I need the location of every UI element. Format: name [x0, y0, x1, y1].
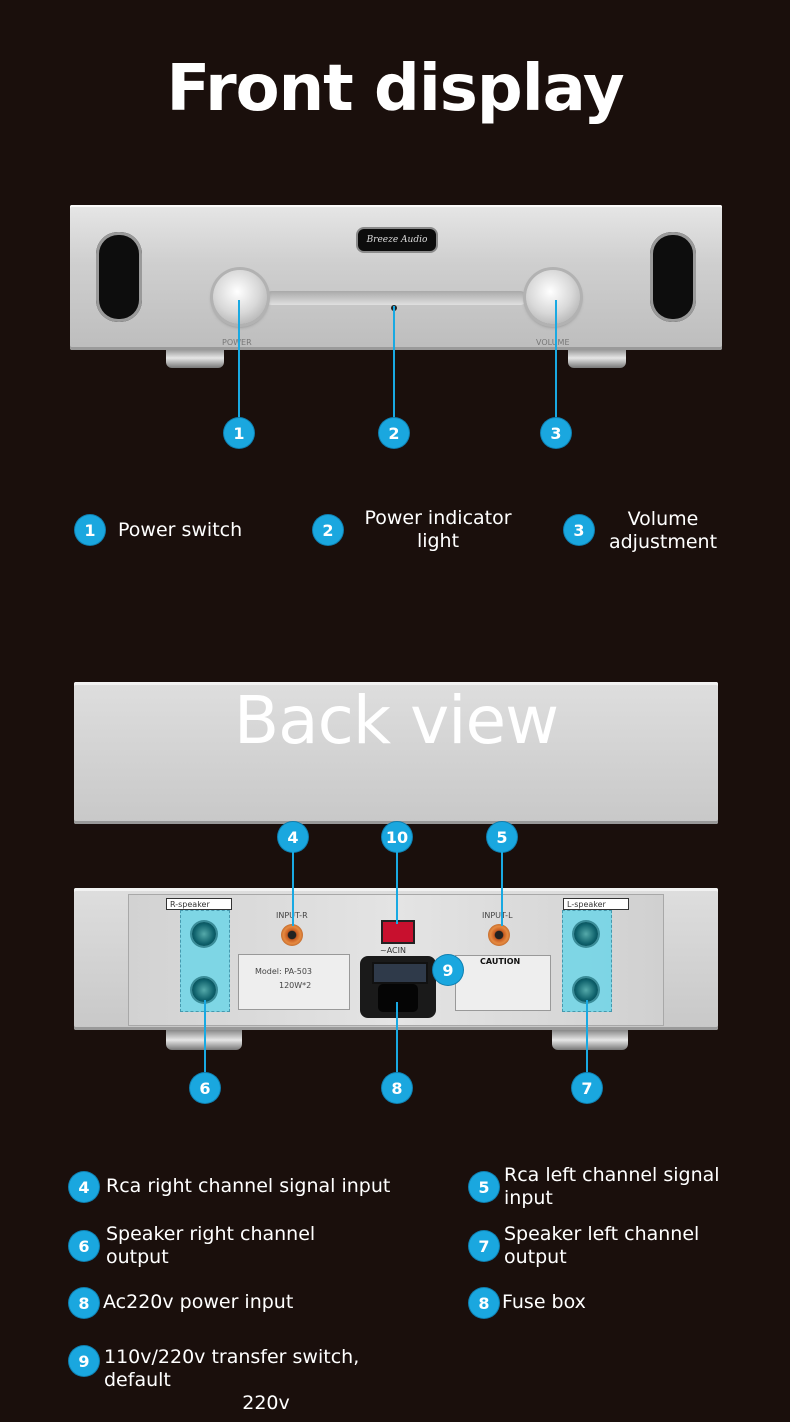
callout-badge-7: 7: [572, 1073, 602, 1103]
legend-speaker-left-line1: Speaker left channel: [504, 1223, 700, 1245]
callout-badge-8: 8: [382, 1073, 412, 1103]
legend-fuse-box: Fuse box: [502, 1291, 586, 1313]
legend-badge-4: 4: [69, 1172, 99, 1202]
callout-line-2: [393, 306, 395, 418]
caution-text: CAUTION: [480, 957, 521, 966]
info-plate: Model: PA-503 120W*2: [238, 954, 350, 1010]
callout-badge-5: 5: [487, 822, 517, 852]
caution-plate: CAUTION: [455, 955, 551, 1011]
callout-badge-6: 6: [190, 1073, 220, 1103]
legend-badge-7: 7: [469, 1231, 499, 1261]
callout-line-8: [396, 1002, 398, 1076]
legend-rca-right: Rca right channel signal input: [106, 1175, 391, 1197]
rca-input-right[interactable]: [281, 924, 303, 946]
legend-rca-left-line2: input: [504, 1187, 553, 1209]
legend-badge-5: 5: [469, 1172, 499, 1202]
power-socket: [378, 984, 418, 1012]
legend-badge-3: 3: [564, 515, 594, 545]
legend-voltage-switch-line2: 220v: [242, 1392, 290, 1414]
r-speaker-post-top: [192, 922, 216, 946]
legend-power-indicator-line1: Power indicator: [364, 507, 512, 529]
rca-input-left[interactable]: [488, 924, 510, 946]
ac-power-socket[interactable]: [360, 956, 436, 1018]
callout-badge-9: 9: [433, 955, 463, 985]
legend-power-indicator: Power indicator light: [356, 507, 520, 553]
legend-speaker-right: Speaker right channel output: [106, 1223, 315, 1269]
power-rating-text: 120W*2: [279, 981, 312, 990]
power-label: POWER: [222, 338, 252, 347]
callout-line-3: [555, 300, 557, 418]
r-speaker-label: R-speaker: [166, 898, 232, 910]
legend-rca-left: Rca left channel signal input: [504, 1164, 720, 1210]
back-title: Back view: [74, 682, 718, 824]
legend-volume: Volume adjustment: [604, 508, 722, 554]
legend-badge-8a: 8: [69, 1288, 99, 1318]
callout-badge-3: 3: [541, 418, 571, 448]
back-right-foot: [552, 1030, 628, 1050]
legend-badge-6: 6: [69, 1231, 99, 1261]
legend-badge-1: 1: [75, 515, 105, 545]
legend-power-indicator-line2: light: [416, 530, 460, 552]
legend-speaker-left: Speaker left channel output: [504, 1223, 699, 1269]
power-knob[interactable]: [213, 270, 267, 324]
l-speaker-post-top: [574, 922, 598, 946]
legend-speaker-right-line1: Speaker right channel: [106, 1223, 316, 1245]
legend-badge-9: 9: [69, 1346, 99, 1376]
front-title: Front display: [166, 52, 624, 126]
callout-badge-10: 10: [382, 822, 412, 852]
callout-line-10: [396, 852, 398, 924]
callout-badge-4: 4: [278, 822, 308, 852]
callout-line-7: [586, 1000, 588, 1076]
amplifier-front-panel: Breeze Audio POWER VOLUME: [70, 205, 722, 350]
right-vent: [650, 232, 696, 322]
callout-line-5: [501, 852, 503, 926]
legend-volume-line1: Volume: [627, 508, 699, 530]
r-speaker-post-bottom: [192, 978, 216, 1002]
left-vent: [96, 232, 142, 322]
brand-logo: Breeze Audio: [358, 229, 436, 251]
model-text: Model: PA-503: [255, 967, 313, 976]
legend-rca-left-line1: Rca left channel signal: [504, 1164, 720, 1186]
volume-knob[interactable]: [526, 270, 580, 324]
callout-line-4: [292, 852, 294, 926]
legend-volume-line2: adjustment: [608, 531, 718, 553]
callout-badge-2: 2: [379, 418, 409, 448]
acin-label: ~ACIN: [380, 946, 406, 955]
front-left-foot: [166, 348, 224, 368]
l-speaker-post-bottom: [574, 978, 598, 1002]
l-speaker-label: L-speaker: [563, 898, 629, 910]
legend-badge-8b: 8: [469, 1288, 499, 1318]
legend-voltage-switch: 110v/220v transfer switch, default 220v: [104, 1346, 428, 1415]
volume-label: VOLUME: [536, 338, 570, 347]
legend-ac-input: Ac220v power input: [103, 1291, 294, 1313]
legend-voltage-switch-line1: 110v/220v transfer switch, default: [104, 1346, 360, 1391]
callout-badge-1: 1: [224, 418, 254, 448]
legend-power-switch: Power switch: [118, 519, 243, 541]
input-r-label: INPUT-R: [276, 911, 308, 920]
input-l-label: INPUT-L: [482, 911, 513, 920]
legend-badge-2: 2: [313, 515, 343, 545]
legend-speaker-right-line2: output: [106, 1246, 169, 1268]
front-groove: [265, 291, 527, 305]
callout-line-6: [204, 1000, 206, 1076]
voltage-selector-switch[interactable]: [381, 920, 415, 944]
fuse-box-display: [372, 962, 428, 984]
front-right-foot: [568, 348, 626, 368]
legend-speaker-left-line2: output: [504, 1246, 567, 1268]
callout-line-1: [238, 300, 240, 418]
